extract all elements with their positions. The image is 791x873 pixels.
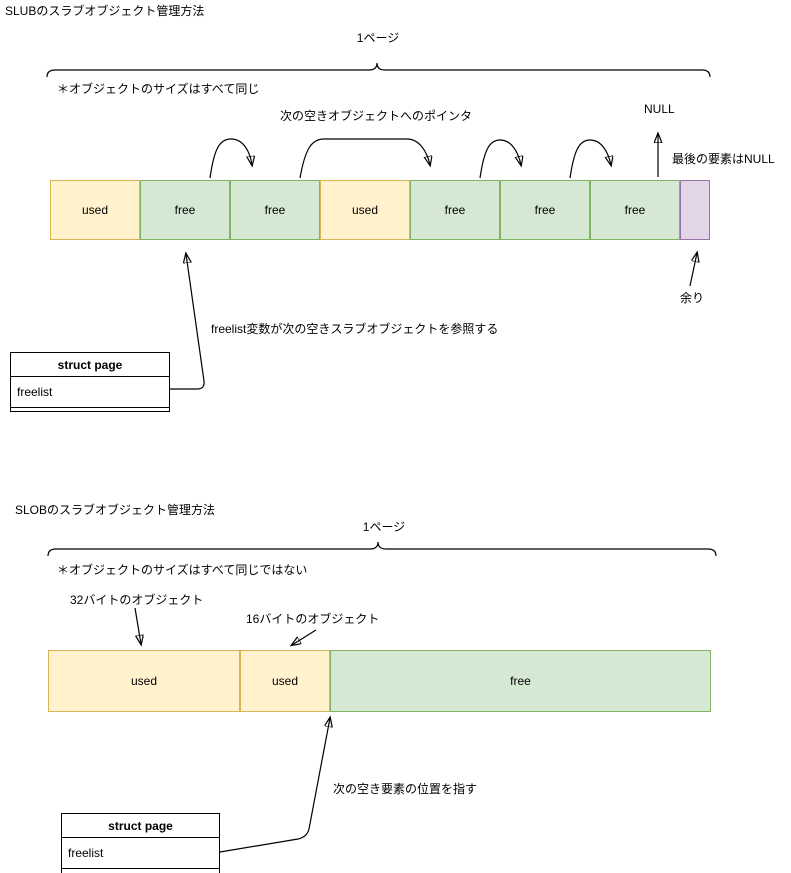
slub-memory-cell-free: free [140, 180, 230, 240]
slub-remainder-arrow [689, 253, 697, 287]
slob-pointer-note: 次の空き要素の位置を指す [333, 782, 478, 796]
slob-memory-cell-free: free [330, 650, 711, 712]
slob-note-not-same-size: ＊オブジェクトのサイズはすべて同じではない [57, 563, 308, 577]
cell-label: free [534, 203, 556, 217]
cell-label: free [444, 203, 466, 217]
slob-section-title: SLOBのスラブオブジェクト管理方法 [15, 503, 216, 517]
slub-last-element-note: 最後の要素はNULL [672, 152, 775, 166]
cell-label: free [624, 203, 646, 217]
slub-note-same-size: ＊オブジェクトのサイズはすべて同じ [57, 82, 260, 96]
slub-memory-cell-free: free [410, 180, 500, 240]
struct-page-title: struct page [62, 814, 219, 838]
slob-memory-cell-used-16: used [240, 650, 330, 712]
slub-memory-cell-free: free [230, 180, 320, 240]
slub-freelist-arc-2 [299, 138, 430, 179]
cell-label: used [81, 203, 109, 217]
slob-page-label: 1ページ [362, 520, 406, 534]
cell-label: used [130, 674, 158, 688]
cell-label: used [271, 674, 299, 688]
slob-32byte-arrow [134, 607, 141, 644]
struct-page-freelist-field: freelist [11, 377, 169, 408]
struct-page-title: struct page [11, 353, 169, 377]
slub-memory-cell-free: free [500, 180, 590, 240]
slob-memory-cell-used-32: used [48, 650, 240, 712]
slub-memory-cell-used: used [50, 180, 140, 240]
struct-page-empty-row [11, 408, 169, 412]
slub-next-free-pointer-label: 次の空きオブジェクトへのポインタ [280, 109, 473, 123]
struct-page-freelist-field: freelist [62, 838, 219, 869]
slob-freelist-connector [219, 718, 330, 853]
cell-label: free [174, 203, 196, 217]
slub-memory-cell-used: used [320, 180, 410, 240]
slub-freelist-note: freelist変数が次の空きスラブオブジェクトを参照する [211, 322, 499, 336]
slub-freelist-connector [170, 254, 205, 390]
slub-null-label: NULL [644, 102, 675, 116]
slob-32byte-object-label: 32バイトのオブジェクト [70, 593, 204, 607]
cell-label: used [351, 203, 379, 217]
slub-page-label: 1ページ [356, 31, 400, 45]
slob-page-brace [47, 541, 717, 557]
slub-memory-cell-remainder [680, 180, 710, 240]
slub-struct-page-box: struct page freelist [10, 352, 170, 412]
slub-freelist-arc-4 [569, 139, 611, 179]
slub-freelist-arc-1 [209, 138, 252, 179]
slub-section-title: SLUBのスラブオブジェクト管理方法 [5, 4, 205, 18]
slub-page-brace [46, 62, 711, 78]
slob-struct-page-box: struct page freelist [61, 813, 220, 873]
slub-freelist-arc-3 [479, 139, 521, 179]
cell-label: free [510, 674, 531, 688]
slub-remainder-label: 余り [680, 291, 705, 305]
struct-page-empty-row [62, 869, 219, 873]
slub-memory-cell-free: free [590, 180, 680, 240]
slob-16byte-arrow [292, 629, 317, 645]
cell-label: free [264, 203, 286, 217]
slob-16byte-object-label: 16バイトのオブジェクト [246, 612, 380, 626]
